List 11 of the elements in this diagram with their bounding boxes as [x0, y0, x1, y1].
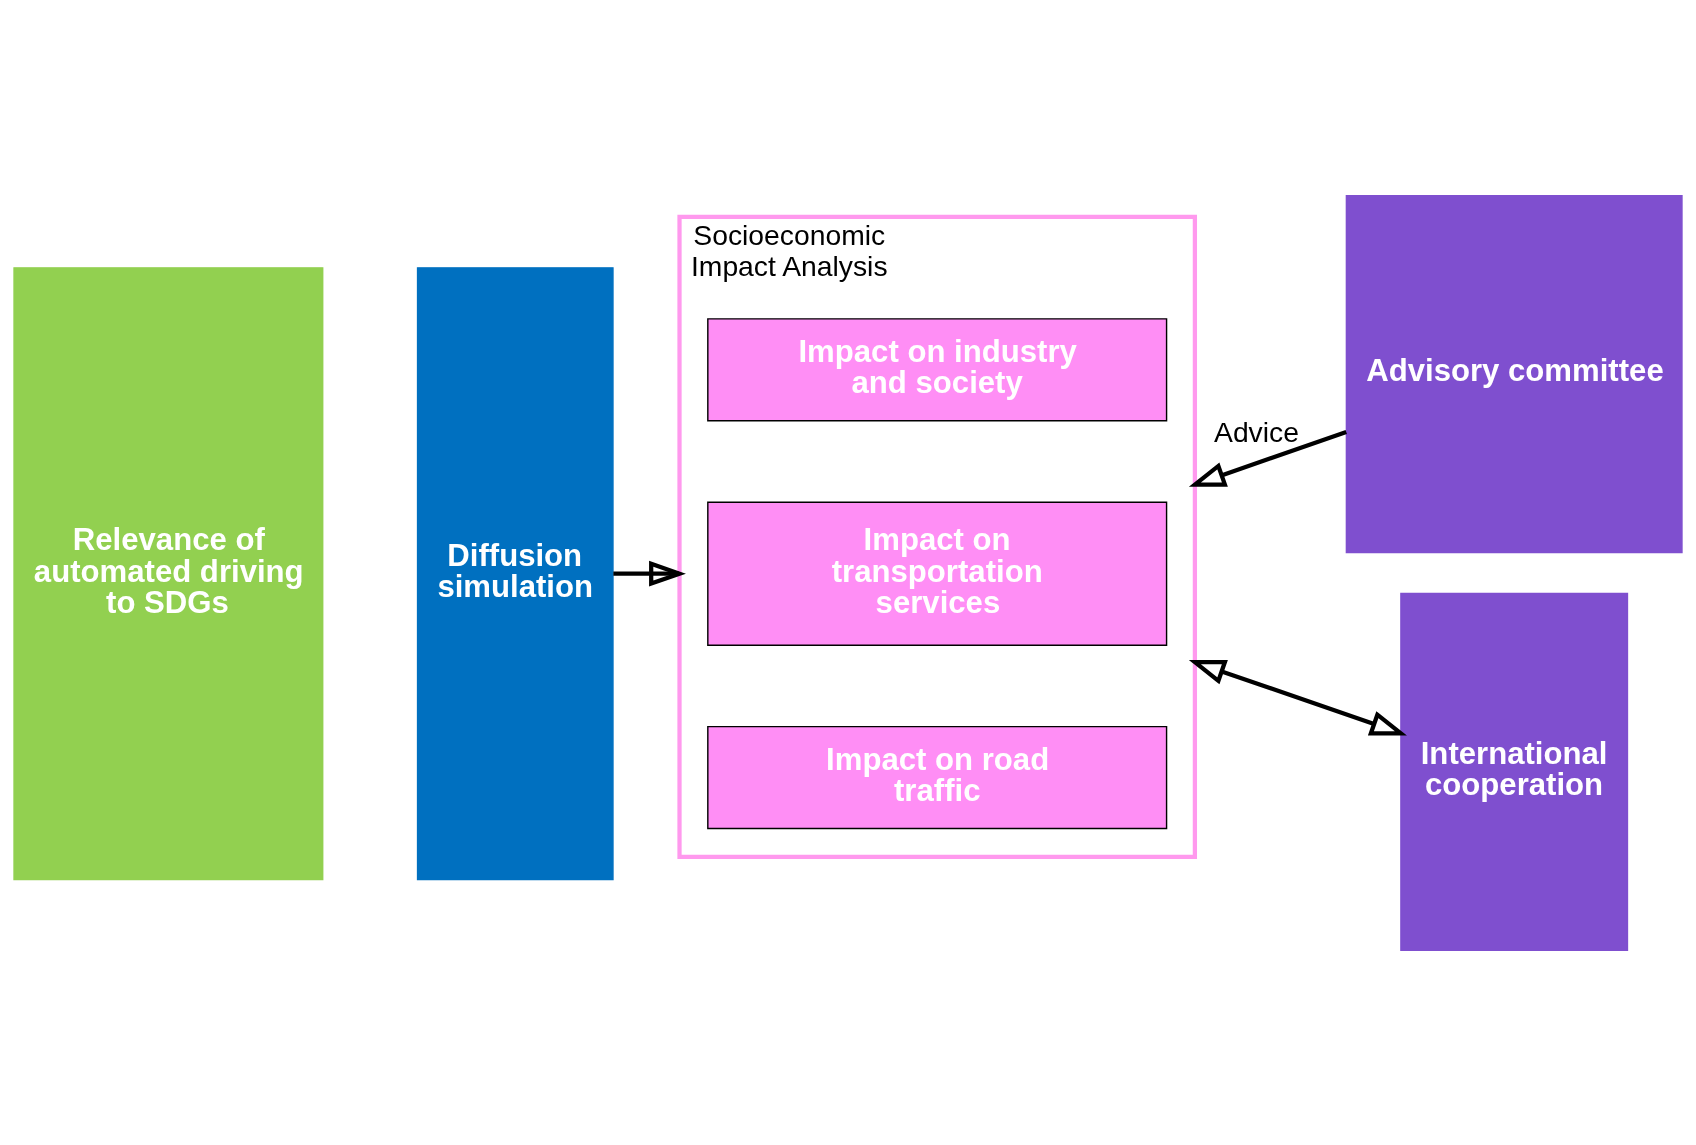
edge-label: Advice: [1214, 415, 1299, 448]
node-box: Diffusion simulation: [416, 266, 614, 880]
node-box: Impact on transportation services: [707, 501, 1168, 646]
arrow: [1188, 429, 1347, 487]
node-box: International cooperation: [1400, 592, 1629, 951]
node-box: Impact on road traffic: [707, 725, 1168, 829]
arrow: [613, 560, 686, 587]
node-box: Advisory committee: [1345, 194, 1683, 553]
arrow: [1188, 659, 1407, 736]
node-box: Relevance of automated driving to SDGs: [13, 266, 324, 880]
node-box: Impact on industry and society: [707, 317, 1168, 421]
